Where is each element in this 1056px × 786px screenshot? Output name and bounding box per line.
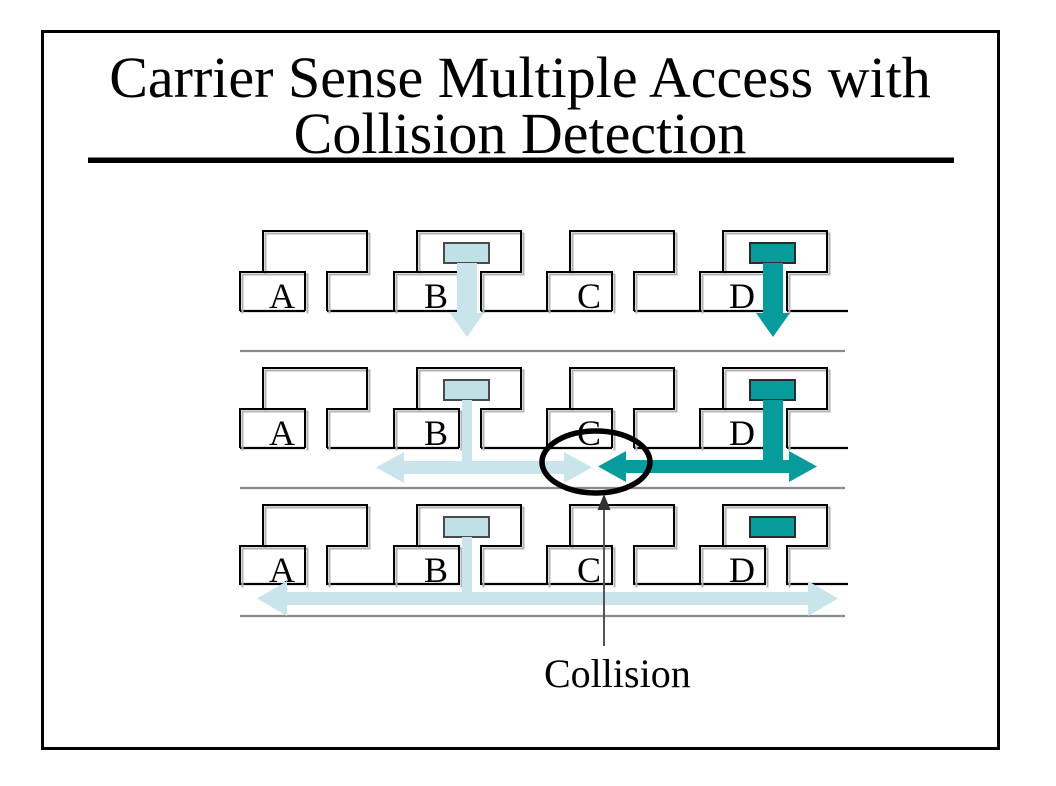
station-outline <box>699 504 828 585</box>
station-label: B <box>424 550 448 590</box>
station-d: D <box>699 230 831 316</box>
signal-spread-arrow-d <box>598 451 817 482</box>
station-b: B <box>393 504 525 590</box>
station-a: A <box>239 230 371 316</box>
station-label: B <box>424 276 448 316</box>
station-shadow <box>548 506 678 588</box>
station-c: C <box>546 367 678 453</box>
station-shadow <box>395 369 525 451</box>
signal-down-arrow-d <box>756 263 790 337</box>
station-shadow <box>241 369 371 451</box>
station-label: A <box>269 276 295 316</box>
collision-ellipse <box>539 428 653 496</box>
station-outline <box>546 230 675 311</box>
signal-stem-b <box>462 537 472 601</box>
collision-pointer-arrowhead-icon <box>597 494 611 510</box>
station-label: C <box>577 276 601 316</box>
station-outline <box>546 504 675 585</box>
station-outline <box>393 367 522 448</box>
transceiver-b <box>443 516 490 538</box>
signal-stem-b <box>462 400 472 470</box>
station-shadow <box>241 232 371 314</box>
station-d: D <box>699 504 831 590</box>
station-outline <box>393 504 522 585</box>
station-shadow <box>395 506 525 588</box>
station-a: A <box>239 504 371 590</box>
station-label: D <box>729 413 755 453</box>
slide-border <box>41 30 1000 750</box>
station-shadow <box>241 506 371 588</box>
signal-spread-arrow-b <box>376 452 592 483</box>
station-label: A <box>269 413 295 453</box>
station-label: A <box>269 550 295 590</box>
signal-spread-arrow-b <box>257 581 838 616</box>
station-shadow <box>701 506 831 588</box>
station-b: B <box>393 367 525 453</box>
transceiver-b <box>443 379 490 401</box>
slide-title-line1: Carrier Sense Multiple Access with <box>109 45 931 110</box>
station-label: C <box>577 550 601 590</box>
transceiver-d <box>749 242 796 264</box>
station-c: C <box>546 230 678 316</box>
station-a: A <box>239 367 371 453</box>
transceiver-d <box>749 516 796 538</box>
station-outline <box>239 230 368 311</box>
transceiver-d <box>749 379 796 401</box>
station-outline <box>239 504 368 585</box>
title-underline <box>88 157 954 163</box>
signal-stem-d <box>763 400 783 466</box>
station-outline <box>546 367 675 448</box>
station-label: D <box>729 276 755 316</box>
station-outline <box>239 367 368 448</box>
snapshot-row-3: A B C D <box>239 504 848 618</box>
snapshot-row-1: A B C D <box>239 230 848 353</box>
signal-down-arrow-b <box>450 263 484 337</box>
station-label: D <box>729 550 755 590</box>
slide-title-line2: Collision Detection <box>294 101 747 166</box>
station-shadow <box>548 232 678 314</box>
station-label: B <box>424 413 448 453</box>
collision-label: Collision <box>544 651 691 696</box>
transceiver-b <box>443 242 490 264</box>
station-c: C <box>546 504 678 590</box>
snapshot-row-2: A B C D <box>239 367 848 496</box>
